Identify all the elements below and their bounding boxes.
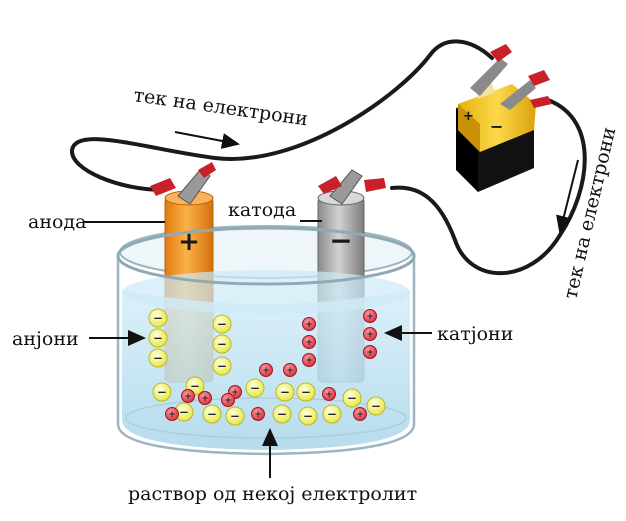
ions-layer: −−−−−−−−−−−−−−−−−−−++++++++++++++++ [148, 308, 386, 426]
anion-ion: − [296, 382, 316, 402]
svg-text:−: − [280, 385, 290, 399]
battery-minus-sign: − [490, 117, 503, 136]
electron-flow-label-top: тек на електрони [132, 84, 309, 130]
cation-ion: + [363, 345, 377, 359]
svg-text:+: + [366, 347, 373, 357]
battery-plus-sign: + [463, 109, 474, 124]
svg-text:−: − [347, 391, 357, 405]
svg-text:−: − [277, 407, 287, 421]
cation-ion: + [302, 353, 316, 367]
svg-text:+: + [168, 409, 175, 419]
electron-flow-label-right: тек на електрони [559, 125, 620, 301]
battery: + − [456, 44, 552, 192]
svg-text:−: − [301, 385, 311, 399]
svg-text:−: − [217, 337, 227, 351]
svg-text:−: − [371, 399, 381, 413]
svg-text:−: − [207, 407, 217, 421]
cation-ion: + [363, 327, 377, 341]
svg-text:−: − [250, 381, 260, 395]
cation-ion: + [259, 363, 273, 377]
anions-label: анјони [12, 328, 79, 350]
anion-ion: − [322, 404, 342, 424]
svg-text:−: − [157, 385, 167, 399]
svg-text:−: − [179, 405, 189, 419]
battery-clip-right [500, 70, 552, 110]
svg-text:−: − [217, 317, 227, 331]
svg-text:−: − [190, 379, 200, 393]
wire-anode-to-battery [70, 39, 494, 192]
cathode-sign: − [329, 224, 352, 257]
anion-ion: − [245, 378, 265, 398]
anion-ion: − [298, 406, 318, 426]
svg-text:+: + [366, 311, 373, 321]
anode-sign: + [178, 227, 200, 257]
cation-ion: + [353, 407, 367, 421]
cation-ion: + [198, 391, 212, 405]
beaker-wall [116, 254, 416, 456]
anion-ion: − [148, 308, 168, 328]
anion-ion: − [148, 348, 168, 368]
battery-clip-left [470, 44, 512, 96]
svg-text:−: − [327, 407, 337, 421]
cation-ion: + [302, 317, 316, 331]
cathode-label: катода [228, 199, 296, 221]
anion-ion: − [212, 314, 232, 334]
svg-text:−: − [303, 409, 313, 423]
electrolyte-label: раствор од некој електролит [128, 483, 417, 505]
svg-text:−: − [230, 409, 240, 423]
svg-text:+: + [286, 365, 293, 375]
svg-text:+: + [305, 355, 312, 365]
cation-ion: + [181, 389, 195, 403]
wire-battery-to-cathode [390, 98, 587, 276]
svg-text:+: + [231, 387, 238, 397]
svg-text:+: + [224, 395, 231, 405]
svg-text:+: + [201, 393, 208, 403]
cation-ion: + [221, 393, 235, 407]
anion-ion: − [342, 388, 362, 408]
anion-ion: − [366, 396, 386, 416]
electron-flow-arrow-top [174, 131, 240, 149]
cation-ion: + [322, 387, 336, 401]
anion-ion: − [212, 334, 232, 354]
cation-ion: + [283, 363, 297, 377]
svg-text:+: + [305, 319, 312, 329]
svg-text:+: + [356, 409, 363, 419]
anion-ion: − [202, 404, 222, 424]
cathode-clip [318, 169, 386, 205]
cation-ion: + [251, 407, 265, 421]
anion-ion: − [152, 382, 172, 402]
svg-text:−: − [153, 311, 163, 325]
anion-ion: − [275, 382, 295, 402]
cation-ion: + [165, 407, 179, 421]
anion-ion: − [148, 328, 168, 348]
svg-text:+: + [366, 329, 373, 339]
anion-ion: − [212, 356, 232, 376]
cation-ion: + [302, 335, 316, 349]
beaker-rim-front [116, 226, 416, 286]
anion-ion: − [225, 406, 245, 426]
svg-text:+: + [305, 337, 312, 347]
svg-text:+: + [254, 409, 261, 419]
svg-text:+: + [325, 389, 332, 399]
svg-text:+: + [184, 391, 191, 401]
anion-ion: − [272, 404, 292, 424]
electron-flow-arrow-right [556, 159, 579, 234]
anode-clip [150, 162, 216, 205]
anode-label: анода [28, 211, 86, 233]
svg-text:−: − [153, 351, 163, 365]
svg-text:−: − [217, 359, 227, 373]
svg-text:+: + [262, 365, 269, 375]
svg-text:−: − [153, 331, 163, 345]
cations-label: катјони [437, 323, 513, 345]
cation-ion: + [363, 309, 377, 323]
